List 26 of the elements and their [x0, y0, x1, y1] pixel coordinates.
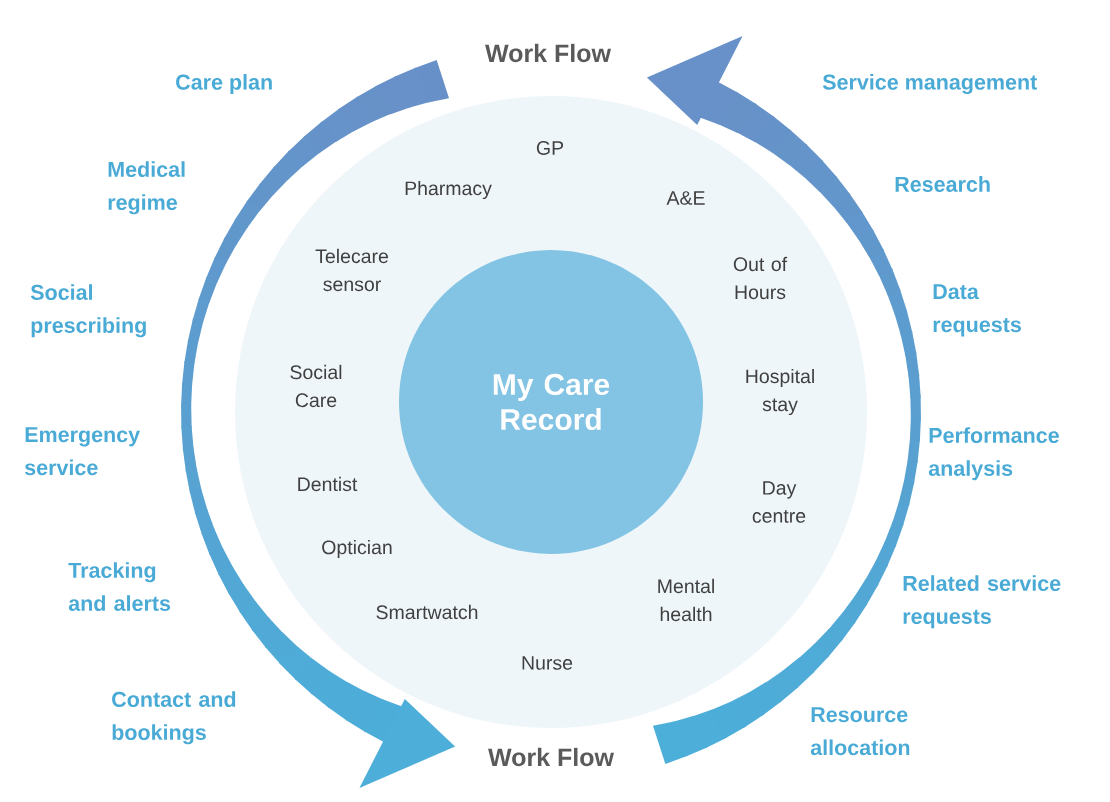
function-label: Emergency service — [24, 427, 140, 476]
function-label: Social prescribing — [30, 284, 146, 338]
service-label: Nurse — [522, 656, 573, 670]
service-label: Pharmacy — [405, 180, 492, 200]
service-label: Social Care — [290, 364, 342, 408]
work-flow-label: Work Flow — [485, 43, 611, 63]
function-label: Service management — [822, 73, 1037, 95]
service-label: A&E — [666, 191, 705, 205]
function-label: Research — [895, 176, 990, 192]
work-flow-label: Work Flow — [488, 747, 614, 767]
function-label: Medical regime — [108, 161, 185, 215]
function-label: Contact and bookings — [112, 691, 236, 745]
function-label: Care plan — [176, 74, 272, 94]
function-label: Tracking and alerts — [68, 562, 171, 611]
function-label: Related service requests — [903, 575, 1061, 629]
function-label: Data requests — [933, 284, 1021, 337]
service-label: Hospital stay — [746, 368, 814, 416]
service-label: Optician — [322, 539, 392, 559]
service-label: GP — [536, 141, 564, 155]
service-label: Mental health — [658, 578, 714, 622]
service-label: Dentist — [298, 476, 358, 492]
service-label: Smartwatch — [376, 604, 478, 620]
service-label: Out of Hours — [733, 256, 788, 300]
function-label: Performance analysis — [928, 427, 1059, 481]
function-label: Resource allocation — [810, 707, 910, 756]
service-label: Day centre — [752, 481, 806, 523]
